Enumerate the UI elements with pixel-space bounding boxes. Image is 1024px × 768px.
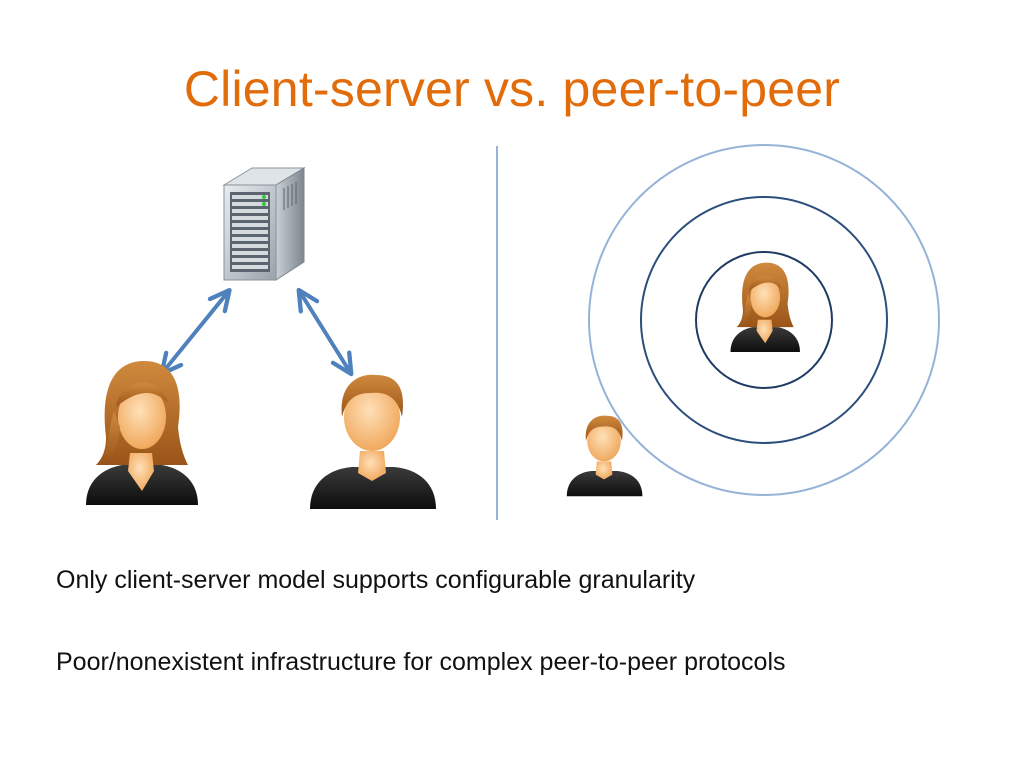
inner-range-ring [695,251,833,389]
bullet-text: Poor/nonexistent infrastructure for comp… [56,648,786,676]
bullet-text: Only client-server model supports config… [56,566,696,594]
outer-range-ring [588,144,940,496]
male-user-icon [310,374,436,509]
male-user-icon [566,415,643,497]
client-server-p2p-diagram [86,144,940,520]
middle-range-ring [640,196,888,444]
double-arrow-icon [159,287,232,377]
double-arrow-icon [296,287,354,377]
female-user-icon [730,262,800,352]
female-user-icon [86,361,198,505]
slide-title: Client-server vs. peer-to-peer [183,61,841,117]
server-icon [222,167,306,281]
